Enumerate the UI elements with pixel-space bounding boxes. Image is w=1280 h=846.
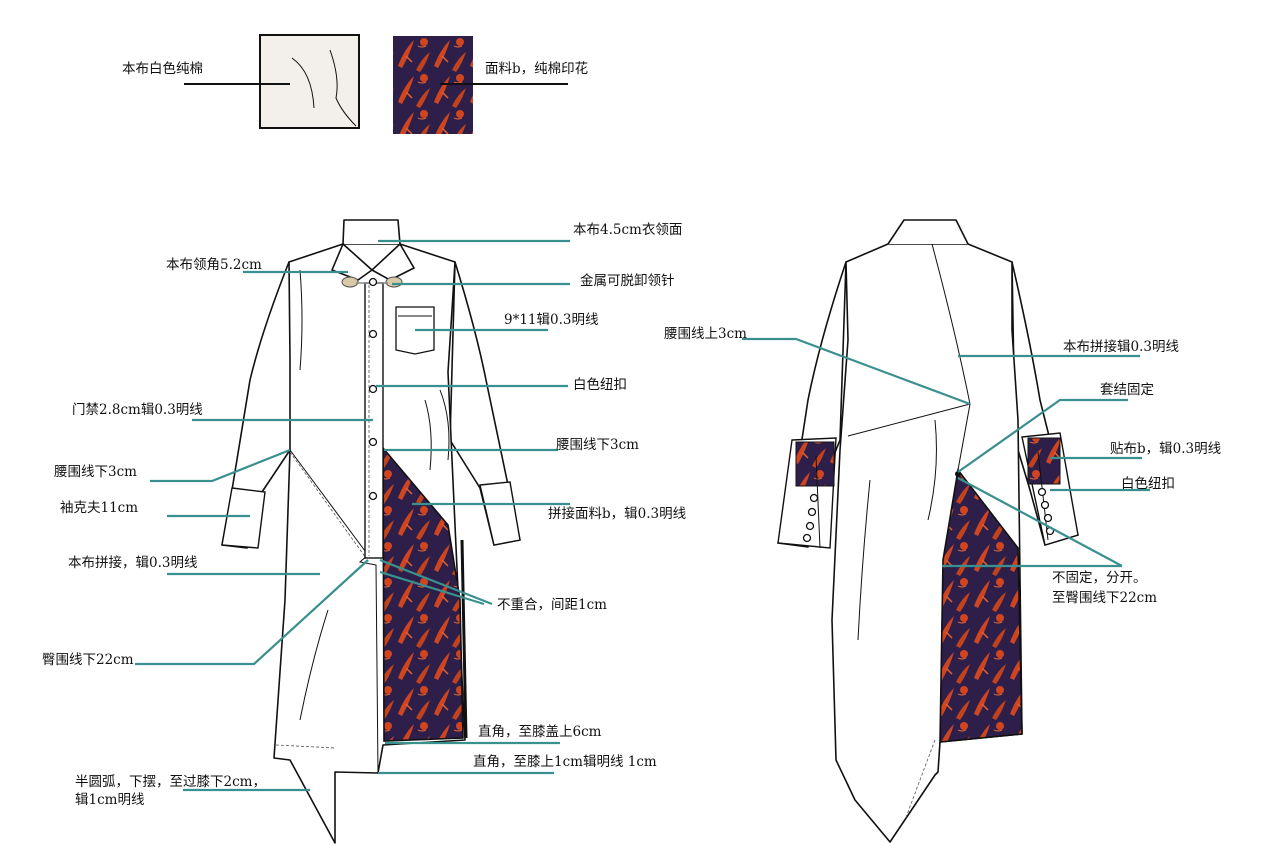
label-self-joint: 本布拼接辑0.3明线 [1063, 339, 1179, 355]
label-right-angle-6: 直角，至膝盖上6cm [478, 724, 602, 740]
label-hem-arc-line2: 辑1cm明线 [75, 792, 145, 808]
label-not-fixed-line1: 不固定，分开。 [1052, 570, 1147, 586]
label-self-panel: 本布拼接，辑0.3明线 [68, 555, 198, 571]
label-not-fixed-line2: 至臀围线下22cm [1052, 590, 1158, 606]
label-bartack: 套结固定 [1100, 382, 1154, 398]
label-right-angle-1: 直角，至膝上1cm辑明线 1cm [473, 754, 657, 770]
white-cotton-swatch [259, 34, 360, 129]
label-button-front: 白色纽扣 [573, 377, 627, 393]
label-collar-point: 本布领角5.2cm [166, 257, 262, 273]
label-collar-face: 本布4.5cm衣领面 [573, 222, 683, 238]
label-waist-below-right: 腰围线下3cm [556, 437, 639, 453]
label-print-panel: 拼接面料b，辑0.3明线 [548, 506, 687, 522]
label-cuff: 袖克夫11cm [60, 500, 139, 516]
label-patch: 贴布b，辑0.3明线 [1110, 441, 1222, 457]
label-hip-below: 臀围线下22cm [42, 652, 134, 668]
label-placket: 门禁2.8cm辑0.3明线 [72, 402, 203, 418]
leader-lines [135, 239, 1150, 792]
label-hem-arc-line1: 半圆弧，下摆，至过膝下2cm， [75, 774, 266, 790]
back-view [777, 219, 1079, 843]
label-pocket: 9*11辑0.3明线 [504, 312, 599, 328]
label-button-back: 白色纽扣 [1121, 476, 1175, 492]
swatch-label-white-cotton: 本布白色纯棉 [122, 61, 203, 77]
front-view [221, 219, 521, 844]
label-waist-below-left: 腰围线下3cm [54, 464, 137, 480]
label-no-overlap: 不重合，间距1cm [497, 597, 607, 613]
label-waist-above: 腰围线上3cm [664, 326, 747, 342]
label-collar-pin: 金属可脱卸领针 [580, 273, 675, 289]
swatch-label-print-fabric: 面料b，纯棉印花 [485, 61, 589, 77]
